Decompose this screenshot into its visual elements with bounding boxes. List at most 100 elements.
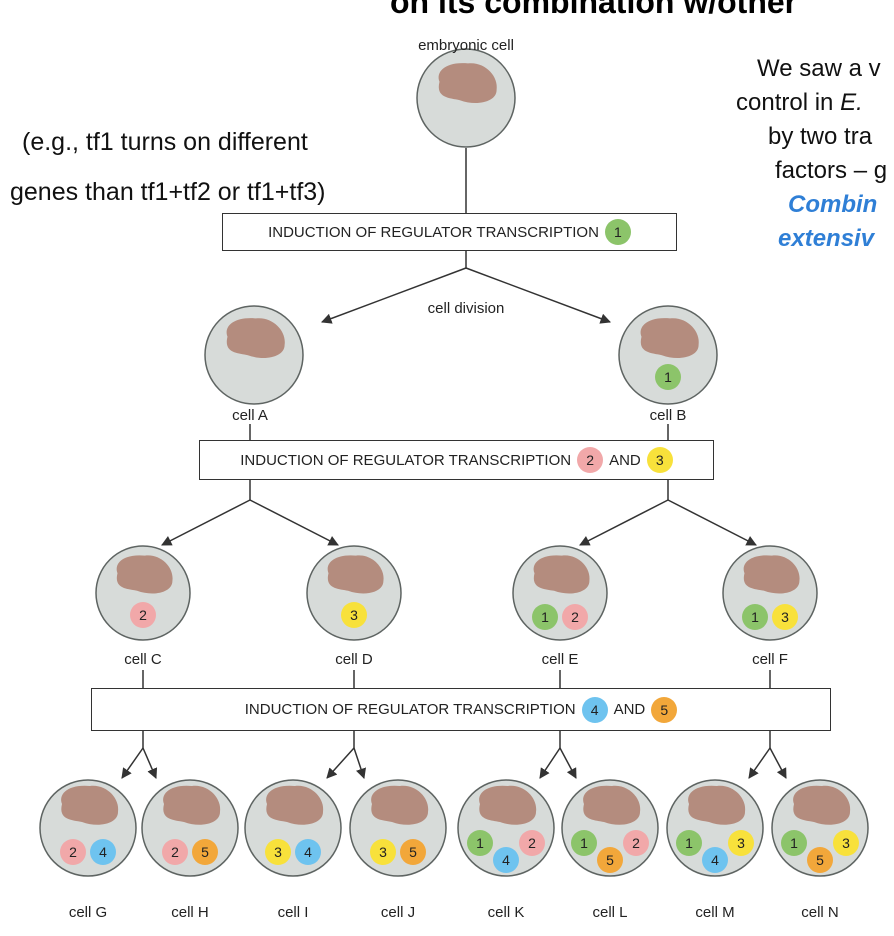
example-note-line-2: genes than tf1+tf2 or tf1+tf3) <box>10 178 326 206</box>
tf3-dot <box>772 604 798 630</box>
arrow-to-cell-e <box>579 499 669 546</box>
right-text-line-3: by two tra <box>768 123 873 150</box>
cell-d: 3 <box>306 545 402 641</box>
right-text-line-2-italic: E. <box>840 89 863 116</box>
tf2-dot <box>162 839 188 865</box>
tf3-dot-label: 3 <box>350 607 358 623</box>
cell-b-nucleus <box>640 318 699 358</box>
cell-g-label: cell G <box>68 904 108 921</box>
tf3-dot-label: 3 <box>781 609 789 625</box>
cell-h-nucleus <box>163 785 221 825</box>
cell-e-nucleus <box>533 555 590 594</box>
cell-i-nucleus <box>266 785 324 825</box>
tf3-chip: 3 <box>646 447 673 473</box>
cell-k-label: cell K <box>487 904 525 921</box>
cell-m: 143 <box>666 779 764 877</box>
tf3-dot-label: 3 <box>737 835 745 851</box>
cell-a <box>204 305 304 405</box>
tf1-dot <box>655 364 681 390</box>
cell-d-nucleus <box>327 555 384 594</box>
induction-box-2-text: INDUCTION OF REGULATOR TRANSCRIPTION <box>240 451 572 469</box>
cell-b-label: cell B <box>649 407 687 424</box>
cell-k: 1 4 2 <box>457 779 555 877</box>
cell-f-nucleus <box>743 555 800 594</box>
example-note-line-1: (e.g., tf1 turns on different <box>22 128 308 156</box>
tf2-dot-label: 2 <box>69 844 77 860</box>
right-text-line-5: Combin <box>788 191 878 218</box>
cell-g-nucleus <box>61 785 119 825</box>
tf4-chip: 4 <box>581 696 608 723</box>
tf1-dot <box>571 830 597 856</box>
tf4-dot-label: 4 <box>711 852 719 868</box>
cell-a-label: cell A <box>232 407 268 424</box>
cell-a-nucleus <box>226 318 285 358</box>
induction-box-2-and: AND <box>609 451 641 469</box>
right-text-line-2-prefix: control in <box>736 89 841 116</box>
tf3-dot <box>265 839 291 865</box>
cell-h-label: cell H <box>171 904 209 921</box>
arrow-row3-right-1 <box>353 747 366 779</box>
arrow-row3-left-3 <box>748 747 771 779</box>
tf2-dot <box>519 830 545 856</box>
tf5-dot <box>807 847 833 873</box>
cell-e-label: cell E <box>541 651 579 668</box>
tf4-dot <box>295 839 321 865</box>
cell-l: 152 <box>561 779 659 877</box>
tf2-dot-label: 2 <box>528 835 536 851</box>
tf3-dot <box>341 602 367 628</box>
induction-box-2: INDUCTION OF REGULATOR TRANSCRIPTION 2 A… <box>199 440 714 480</box>
tf5-dot-label: 5 <box>409 844 417 860</box>
tf1-dot <box>781 830 807 856</box>
arrow-to-cell-c <box>161 499 251 546</box>
arrow-to-cell-f <box>667 499 757 546</box>
tf2-dot-label: 2 <box>139 607 147 623</box>
tf1-dot <box>532 604 558 630</box>
cell-n-nucleus <box>793 785 851 825</box>
cell-n: 153 <box>771 779 869 877</box>
cell-c-label: cell C <box>124 651 162 668</box>
induction-box-3-text: INDUCTION OF REGULATOR TRANSCRIPTION <box>244 701 576 718</box>
cell-division-label: cell division <box>427 300 505 317</box>
tf5-dot-label: 5 <box>606 852 614 868</box>
tf1-dot <box>676 830 702 856</box>
tf4-dot-label: 4 <box>99 844 107 860</box>
tf1-dot-label: 1 <box>664 369 672 385</box>
tf3-dot <box>370 839 396 865</box>
tf4-dot <box>493 847 519 873</box>
tf1-chip: 1 <box>604 219 631 245</box>
cell-b: 1 <box>618 305 718 405</box>
tf2-dot-label: 2 <box>632 835 640 851</box>
right-text-line-1: We saw a v <box>757 55 881 82</box>
slide-title: on its combination w/other <box>390 0 798 20</box>
tf5-chip: 5 <box>651 696 678 723</box>
arrow-to-cell-d <box>249 499 339 546</box>
cell-c-nucleus <box>116 555 173 594</box>
right-text-line-6: extensiv <box>778 225 875 252</box>
cell-k-nucleus <box>479 785 537 825</box>
tf2-dot-label: 2 <box>171 844 179 860</box>
cell-i-label: cell I <box>277 904 309 921</box>
tf3-dot-label: 3 <box>379 844 387 860</box>
arrow-row3-left-2 <box>539 747 561 779</box>
right-text-line-4: factors – g <box>775 157 888 184</box>
cell-c: 2 <box>95 545 191 641</box>
cell-d-label: cell D <box>335 651 373 668</box>
tf3-dot <box>728 830 754 856</box>
tf1-dot-label: 1 <box>476 835 484 851</box>
tf1-dot-label: 1 <box>751 609 759 625</box>
tf1-dot <box>742 604 768 630</box>
tf1-dot <box>467 830 493 856</box>
cell-f-label: cell F <box>752 651 788 668</box>
tf5-dot <box>400 839 426 865</box>
cell-m-label: cell M <box>695 904 735 921</box>
tf4-dot-label: 4 <box>502 852 510 868</box>
embryonic-cell-nucleus <box>438 63 497 103</box>
cell-l-nucleus <box>583 785 641 825</box>
tf4-dot-label: 4 <box>304 844 312 860</box>
cell-l-label: cell L <box>592 904 628 921</box>
tf4-dot <box>702 847 728 873</box>
